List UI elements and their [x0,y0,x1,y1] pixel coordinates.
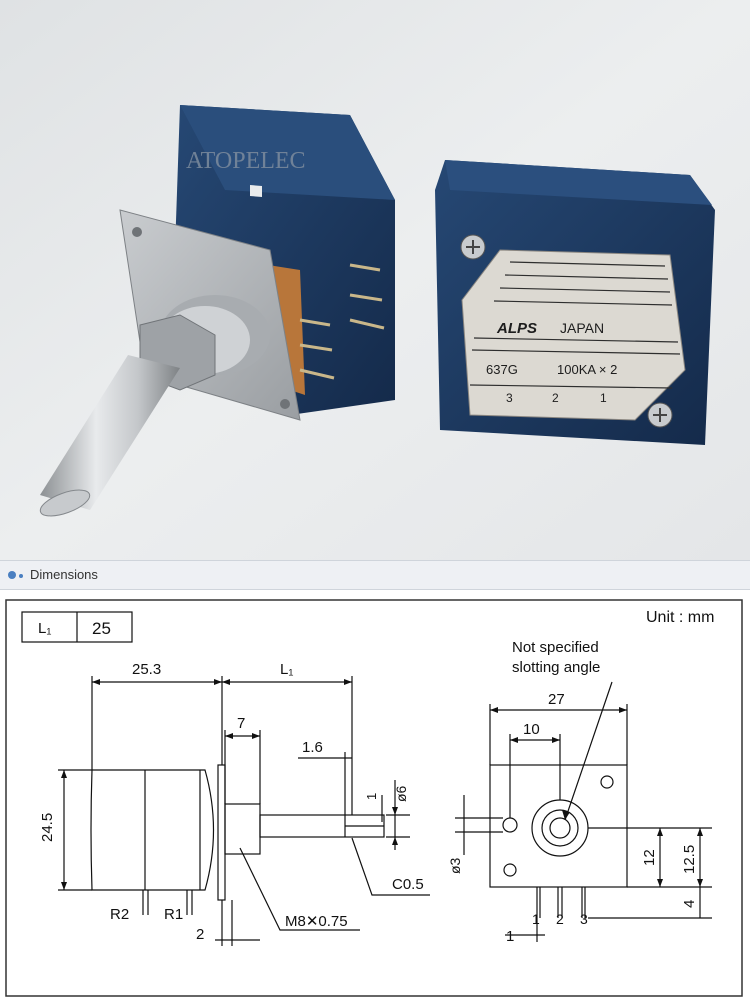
dim-pin-pitch: 1 [506,928,514,945]
dim-chamfer: C0.5 [392,876,424,893]
watermark-text: ATOPELEC [186,148,306,174]
note-line-1: Not specified [512,639,599,656]
label-country: JAPAN [560,320,604,336]
label-model: 637G [486,362,518,377]
product-photo: ATOPELEC ALPS JAPAN 637G 100KA × 2 3 2 1 [0,0,750,560]
left-potentiometer [39,105,395,517]
dim-shaft-diameter: ø6 [393,785,409,802]
pin-3-label: 3 [580,911,588,927]
label-pin-1: 1 [600,391,607,405]
bullet-small-icon [19,574,23,578]
dim-width: 27 [548,691,565,708]
dim-body-length: 25.3 [132,661,161,678]
dim-pin-length: 4 [681,900,698,908]
dimension-drawing: L₁ 25 Unit : mm [5,599,743,997]
dim-pin-offset: 2 [196,926,204,943]
bullet-icon [8,571,16,579]
label-rating: 100KA × 2 [557,362,617,377]
dimensions-title: Dimensions [30,567,98,582]
side-view [58,676,430,946]
dimensions-header: Dimensions [0,560,750,590]
label-pin-2: 2 [552,391,559,405]
label-brand: ALPS [496,320,537,337]
pin-1-label: 1 [532,911,540,927]
dim-thread: M8✕0.75 [285,913,348,930]
front-view [455,681,712,942]
right-potentiometer [435,160,715,445]
label-pin-3: 3 [506,391,513,405]
table-value: 25 [92,619,111,638]
table-key: L₁ [38,620,51,637]
dim-key-diameter: ø3 [447,857,463,874]
unit-label: Unit : mm [646,609,714,626]
dim-center-height-2: 12.5 [681,845,698,874]
dim-height: 24.5 [39,813,56,842]
dim-tip-offset: 1 [364,793,379,800]
terminal-r2-label: R2 [110,906,129,923]
dim-center-offset: 10 [523,721,540,738]
dim-center-height: 12 [641,849,658,866]
dim-shaft-length: L₁ [280,661,293,678]
dim-tip: 1.6 [302,739,323,756]
terminal-r1-label: R1 [164,906,183,923]
pin-2-label: 2 [556,911,564,927]
dim-collar: 7 [237,715,245,732]
note-line-2: slotting angle [512,659,600,676]
